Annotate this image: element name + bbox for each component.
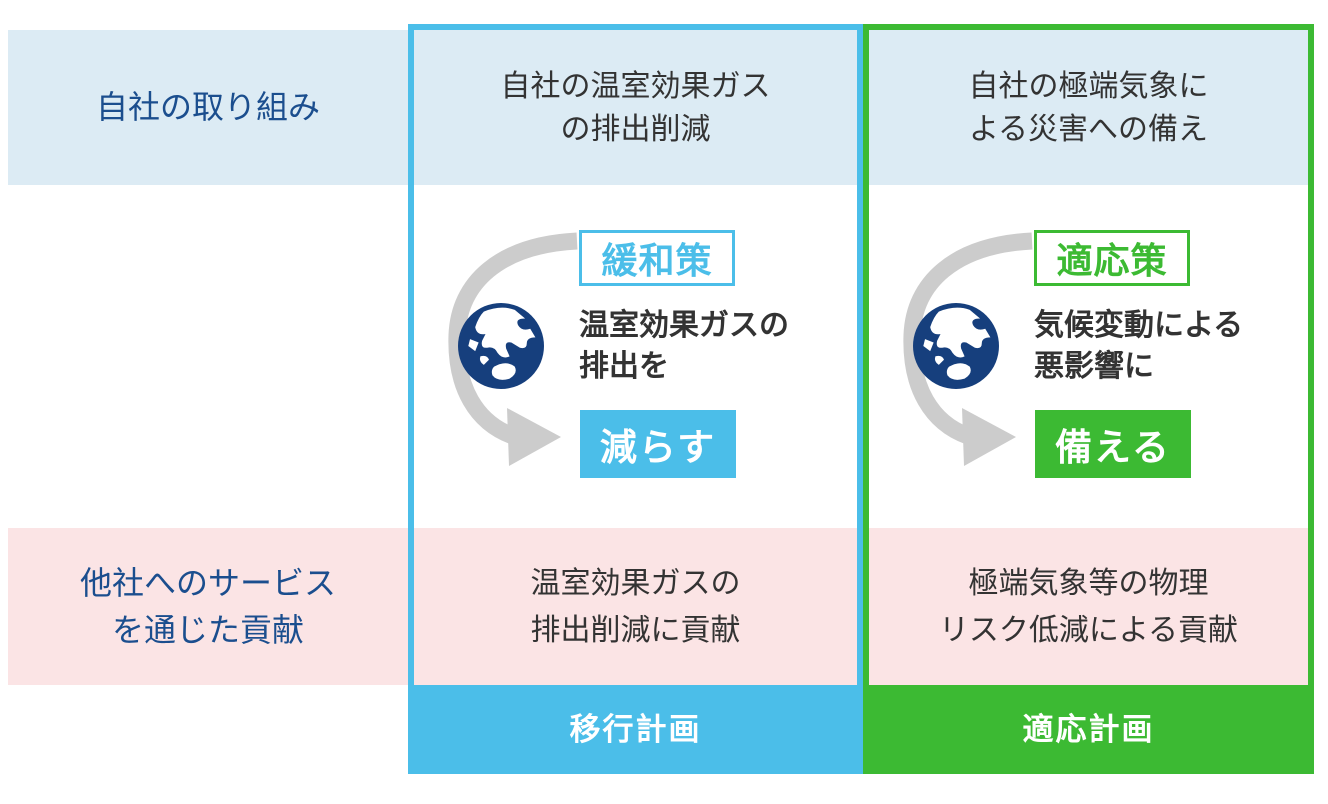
mitigation-header-line1: 自社の温室効果ガス: [500, 69, 771, 103]
adaptation-graphic: 適応策 気候変動による 悪影響に 備える: [869, 185, 1308, 528]
curved-arrow-icon: [448, 232, 578, 466]
adaptation-badge: 適応策: [1034, 230, 1190, 286]
adaptation-header-line1: 自社の極端気象に: [968, 69, 1209, 103]
adaptation-header: 自社の極端気象に よる災害への備え: [869, 30, 1308, 185]
adaptation-contribution: 極端気象等の物理 リスク低減による貢献: [869, 528, 1308, 685]
adaptation-contribution-line2: リスク低減による貢献: [938, 613, 1239, 647]
mitigation-impact-line2: 排出を: [579, 350, 669, 383]
row-label-service-line1: 他社へのサービス: [79, 564, 336, 601]
row-label-service-line2: を通じた貢献: [111, 611, 304, 648]
mitigation-impact-text: 温室効果ガスの 排出を: [579, 305, 789, 387]
mitigation-contribution-line1: 温室効果ガスの: [530, 566, 741, 600]
mitigation-graphic: 緩和策 温室効果ガスの 排出を 減らす: [414, 185, 857, 528]
adaptation-action-box: 備える: [1035, 410, 1191, 478]
adaptation-impact-text: 気候変動による 悪影響に: [1034, 305, 1243, 387]
mitigation-header: 自社の温室効果ガス の排出削減: [414, 30, 857, 185]
row-label-own-efforts-text: 自社の取り組み: [95, 89, 320, 125]
mitigation-column: 自社の温室効果ガス の排出削減 緩和策 温室効果ガスの 排出を: [408, 24, 863, 774]
mitigation-footer: 移行計画: [414, 685, 857, 768]
adaptation-impact-line2: 悪影響に: [1034, 350, 1154, 383]
mitigation-impact-line1: 温室効果ガスの: [579, 309, 789, 342]
adaptation-contribution-line1: 極端気象等の物理: [968, 566, 1209, 600]
globe-icon: [458, 303, 544, 389]
mitigation-contribution: 温室効果ガスの 排出削減に貢献: [414, 528, 857, 685]
adaptation-footer: 適応計画: [869, 685, 1308, 768]
row-label-own-efforts: 自社の取り組み: [8, 30, 408, 185]
adaptation-header-line2: よる災害への備え: [968, 112, 1209, 146]
row-label-service: 他社へのサービス を通じた貢献: [8, 528, 408, 685]
globe-icon: [913, 303, 999, 389]
curved-arrow-icon: [903, 232, 1033, 466]
adaptation-impact-line1: 気候変動による: [1034, 309, 1244, 342]
adaptation-column: 自社の極端気象に よる災害への備え 適応策 気候変動による 悪影響に: [863, 24, 1314, 774]
mitigation-header-line2: の排出削減: [560, 112, 711, 146]
mitigation-badge: 緩和策: [579, 230, 735, 286]
mitigation-contribution-line2: 排出削減に貢献: [530, 613, 741, 647]
mitigation-action-box: 減らす: [580, 410, 736, 478]
